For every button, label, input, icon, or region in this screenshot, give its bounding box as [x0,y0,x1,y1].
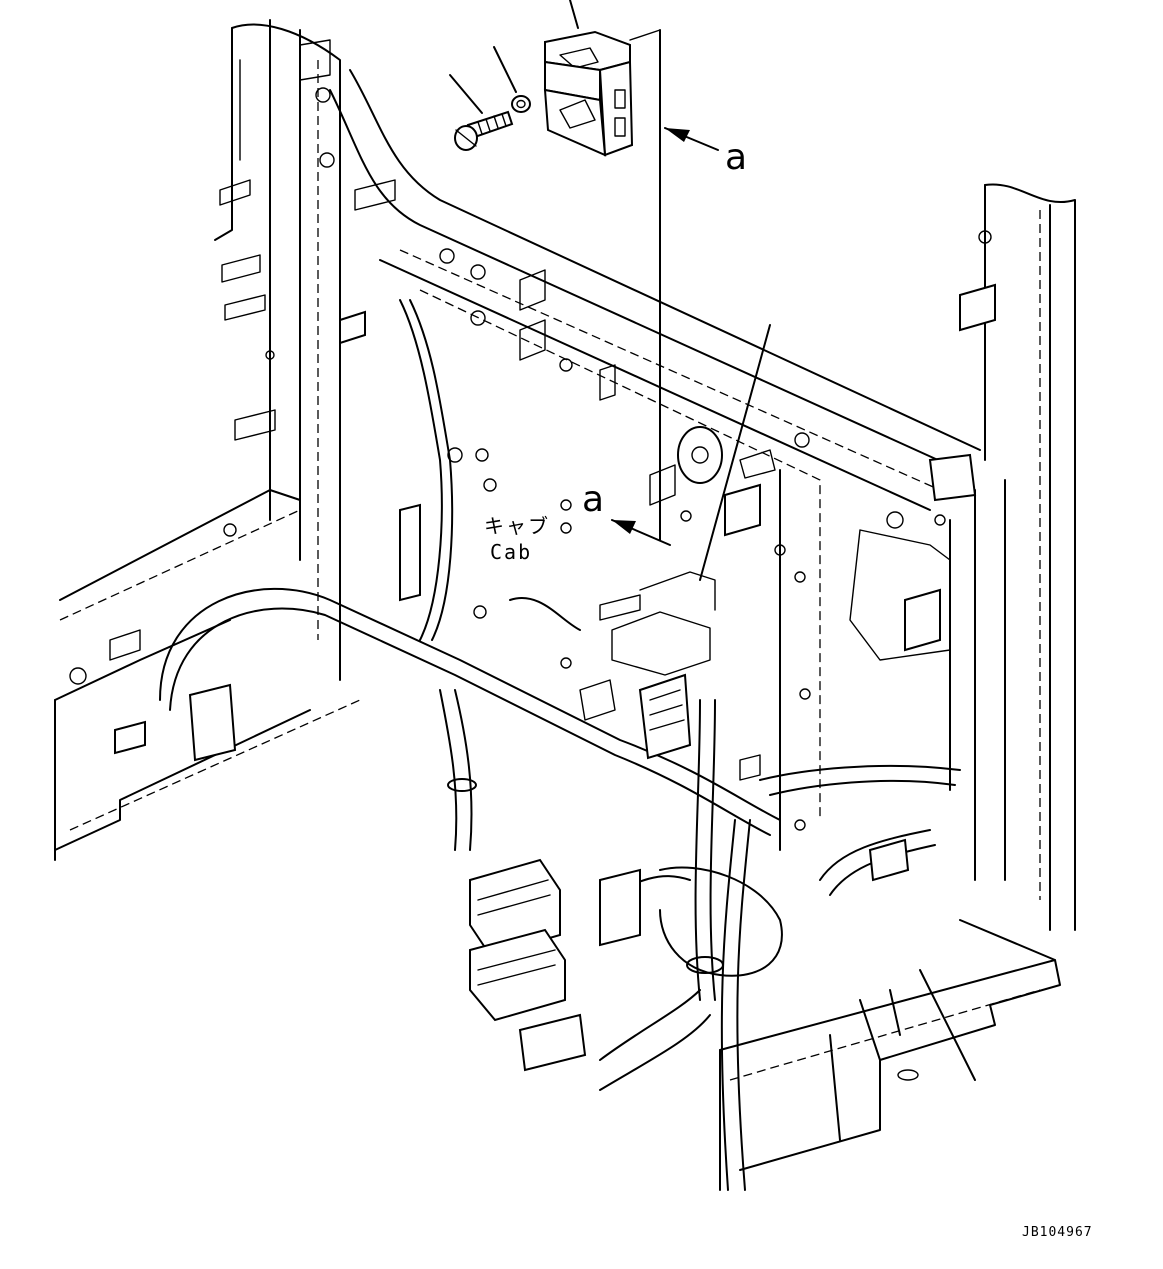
floor-frame-left [54,489,361,861]
left-pillar-clips [219,39,396,441]
washer [511,95,531,113]
left-pillar [214,19,341,681]
view-a-callout-top: a [725,137,748,178]
view-a-callout-mid: a [582,479,605,520]
cab-label-japanese: キャブ [484,514,550,538]
leader-lines [449,0,771,581]
bracket-part [543,30,634,157]
bolt [454,110,514,151]
mounting-bosses [69,230,992,831]
panel-brackets [109,269,951,781]
grommets [447,426,724,974]
floor-frame-right [719,919,1061,1191]
view-arrows [611,127,719,546]
connectors [114,283,996,1072]
top-beam [329,69,981,511]
drawing-code: JB104967 [1022,1225,1093,1240]
cab-label-english: Cab [490,540,533,564]
